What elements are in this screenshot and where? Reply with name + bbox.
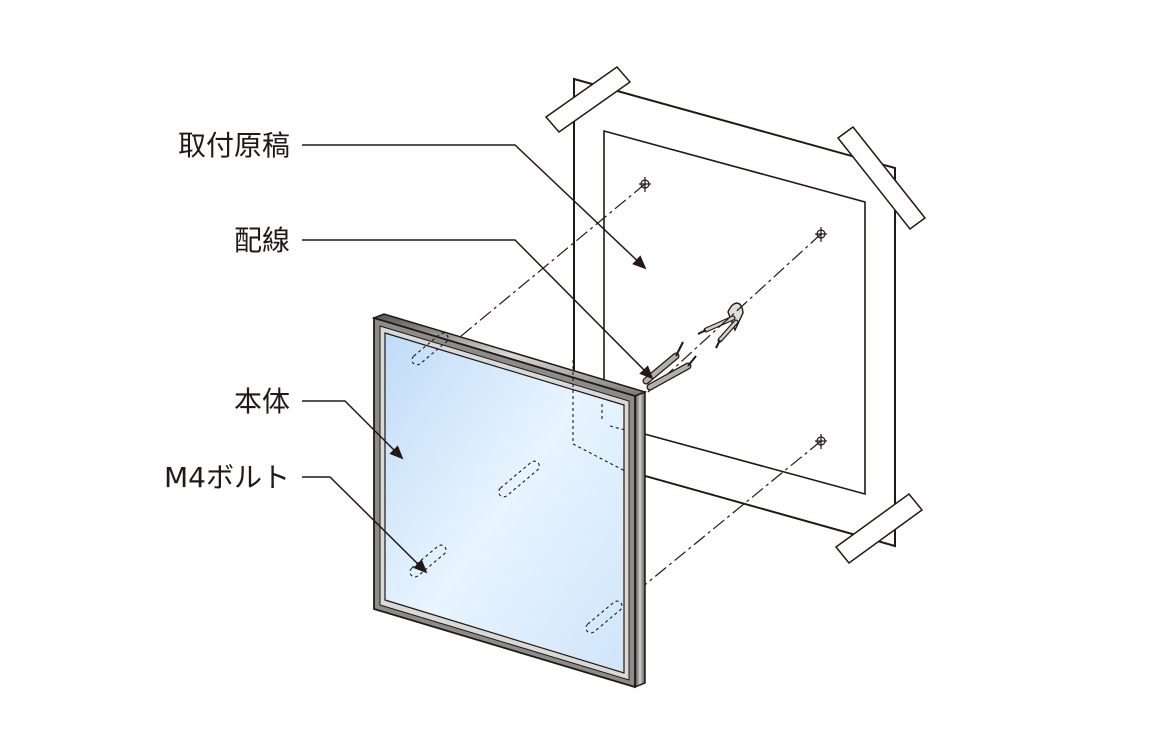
- bolt-socket-top-left: [411, 332, 449, 366]
- bolt-socket-bottom-left: [409, 544, 447, 578]
- tape-top-right: [836, 125, 927, 231]
- tape-bottom-right: [834, 492, 924, 565]
- main-body: [371, 313, 648, 689]
- leader-main-body: [302, 400, 404, 460]
- glass-panel: [384, 332, 625, 674]
- label-wiring: 配線: [234, 224, 290, 257]
- leader-mounting-template: [302, 144, 647, 270]
- leader-lines: [302, 144, 654, 574]
- leader-wiring: [302, 239, 654, 380]
- wall-wiring: [697, 302, 744, 349]
- bolt-sockets: [409, 332, 626, 634]
- label-mounting-template: 取付原稿: [178, 129, 290, 162]
- label-main-body: 本体: [234, 385, 290, 418]
- frame-side-edge: [634, 390, 646, 689]
- leader-m4-bolt: [302, 476, 428, 574]
- bolt-socket-center: [498, 460, 540, 498]
- tape-top-left: [544, 65, 632, 134]
- template-inner-frame: [603, 129, 866, 496]
- bolt-socket-bottom-right: [585, 600, 623, 634]
- label-m4-bolt: M4ボルト: [164, 461, 290, 494]
